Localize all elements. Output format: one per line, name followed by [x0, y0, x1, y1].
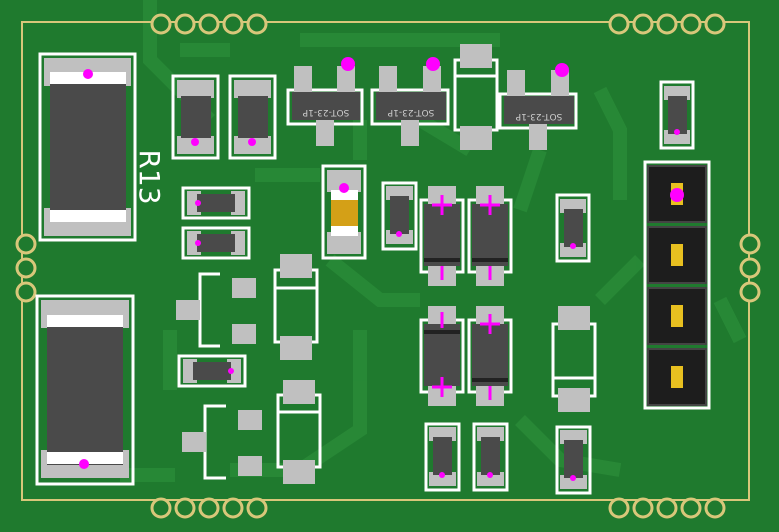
resistor-r-d: [555, 193, 591, 263]
silkscreen-r13-label: R13: [133, 149, 166, 204]
tantalum-capacitor: [321, 164, 367, 260]
footprint-empty-mid-2: [276, 380, 322, 484]
pin-header-4: [643, 160, 711, 410]
chip-marking-1: SOT-23-1P: [302, 107, 349, 117]
footprint-empty-top: [453, 44, 499, 150]
castellation-right: [739, 233, 761, 303]
transistor-footprint-q2: [182, 404, 262, 480]
diode-d1: [419, 186, 465, 286]
sot23-chip-2: SOT-23-1P: [370, 57, 450, 146]
sot23-chip-1: SOT-23-1P: [286, 57, 364, 146]
castellation-bottom-right: [608, 497, 726, 519]
resistor-r-b: [228, 74, 277, 160]
power-resistor-bottom: [35, 294, 135, 486]
copper-traces: [120, 0, 747, 482]
sot23-chip-3: SOT-23-1P: [498, 63, 578, 150]
diode-d2: [467, 186, 513, 286]
castellation-top-left: [150, 13, 268, 35]
diode-d3: [419, 306, 465, 406]
resistor-r-h2: [181, 226, 251, 260]
diode-d4: [467, 306, 513, 406]
resistor-r-e: [424, 422, 461, 492]
resistor-r-f: [472, 422, 509, 492]
castellation-bottom-left: [150, 497, 268, 519]
footprint-empty-right: [551, 306, 597, 412]
resistor-r-h3: [177, 354, 247, 388]
castellation-left: [15, 233, 37, 303]
power-resistor-top: [38, 52, 137, 242]
footprint-empty-mid-1: [273, 254, 319, 360]
resistor-r-g: [555, 425, 592, 495]
transistor-footprint-q1: [176, 272, 256, 348]
chip-marking-3: SOT-23-1P: [515, 111, 562, 121]
resistor-r-h1: [181, 186, 251, 220]
chip-marking-2: SOT-23-1P: [387, 107, 434, 117]
resistor-r-a: [171, 74, 220, 160]
castellation-top-right: [608, 13, 726, 35]
resistor-r-topright: [659, 80, 695, 150]
resistor-r-c: [381, 181, 418, 251]
